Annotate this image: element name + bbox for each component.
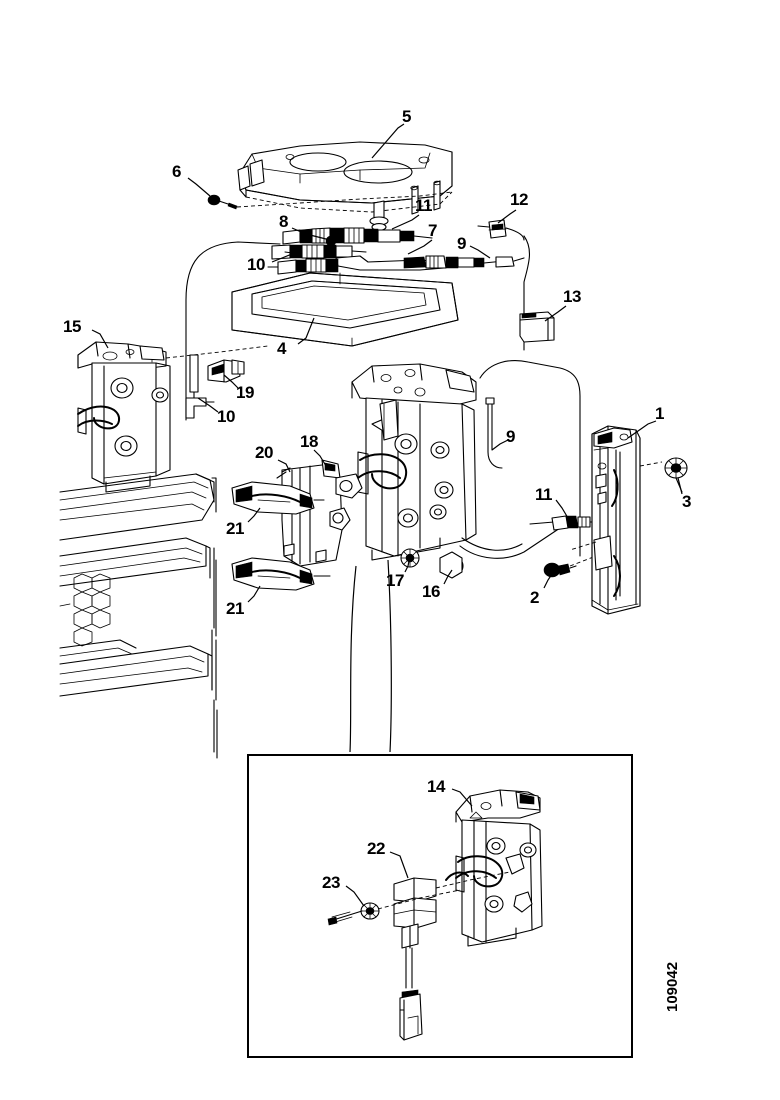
leader-17	[404, 560, 410, 573]
leader-19	[223, 374, 239, 389]
callout-23: 23	[322, 873, 340, 892]
callout-11a: 11	[415, 196, 432, 215]
callout-22: 22	[367, 839, 385, 858]
inset-part-screw-23	[327, 902, 380, 926]
callout-5: 5	[402, 107, 411, 126]
part-rod-9-right	[485, 397, 503, 469]
leader-22	[389, 851, 409, 879]
leader-9b	[491, 439, 509, 451]
leader-21b	[247, 585, 261, 603]
callout-8: 8	[279, 212, 288, 231]
leader-16	[443, 569, 453, 585]
callout-3: 3	[682, 492, 691, 511]
part-right-striker-plate-1	[569, 425, 663, 615]
callout-20: 20	[255, 443, 273, 462]
callout-21a: 21	[226, 519, 244, 538]
callout-7: 7	[428, 221, 437, 240]
leader-13	[544, 305, 567, 322]
callout-19: 19	[236, 383, 254, 402]
leader-21a	[247, 507, 261, 523]
leader-11a	[391, 214, 420, 230]
callout-13: 13	[563, 287, 581, 306]
inset-part-actuator-22	[393, 877, 437, 1041]
part-nut-3	[664, 457, 688, 493]
part-vehicle-body-panel	[59, 473, 218, 759]
leader-3	[677, 477, 683, 495]
leader-6	[187, 177, 211, 197]
callout-6: 6	[172, 162, 181, 181]
callout-10a: 10	[247, 255, 265, 274]
harness-middle-row	[271, 244, 367, 260]
callout-4: 4	[277, 339, 286, 358]
part-small-bolt-6	[207, 191, 453, 210]
callout-21b: 21	[226, 599, 244, 618]
leader-11b	[555, 499, 569, 519]
leader-4	[297, 317, 315, 345]
part-nut-16	[439, 551, 464, 579]
part-rod-guide-10	[185, 354, 215, 419]
detail-inset-panel	[247, 754, 633, 1058]
callout-1: 1	[655, 404, 664, 423]
leader-14	[451, 788, 473, 807]
part-wiring-harness	[185, 219, 555, 421]
callout-11b: 11	[535, 485, 552, 504]
leader-9a	[469, 245, 491, 259]
callout-15: 15	[63, 317, 81, 336]
callout-2: 2	[530, 588, 539, 607]
leader-2	[543, 573, 553, 589]
part-clip-12	[477, 219, 525, 241]
leader-7	[407, 239, 433, 255]
leader-15	[91, 329, 109, 349]
part-bracket-clip-19	[207, 359, 245, 383]
leader-10a	[271, 253, 293, 263]
inset-contents	[327, 789, 543, 1041]
leader-8	[291, 227, 331, 241]
leader-18	[313, 449, 327, 467]
callout-9a: 9	[457, 234, 466, 253]
part-center-latch-assembly	[335, 363, 561, 561]
part-upper-mounting-plate	[237, 141, 453, 241]
callout-18: 18	[300, 432, 318, 451]
part-washer-17	[400, 548, 420, 568]
callout-17: 17	[386, 571, 404, 590]
part-handle-upper-21	[231, 481, 325, 515]
cable-right-long	[479, 360, 581, 557]
callout-12: 12	[510, 190, 528, 209]
drawing-id-label: 109042	[664, 961, 681, 1012]
callout-14: 14	[427, 777, 445, 796]
part-left-lock-housing-15	[77, 341, 269, 493]
harness-lower-row	[284, 251, 525, 271]
leader-5	[371, 123, 405, 159]
leader-10b	[197, 397, 219, 413]
callout-10b: 10	[217, 407, 235, 426]
leader-20	[277, 459, 291, 473]
harness-left-end	[267, 258, 339, 275]
part-control-unit-tray-4	[231, 272, 459, 347]
part-latch-bracket-20	[276, 471, 287, 479]
part-relay-block-13	[519, 311, 555, 351]
inset-part-lock-housing-14	[455, 789, 543, 947]
callout-9b: 9	[506, 427, 515, 446]
leader-23	[345, 885, 365, 907]
leader-1	[627, 420, 657, 439]
inset-leader-right	[387, 559, 392, 753]
inset-leader-left	[349, 565, 357, 753]
callout-16: 16	[422, 582, 440, 601]
leader-12	[497, 209, 517, 224]
part-connector-11-right	[529, 515, 599, 531]
part-handle-lower-21	[231, 557, 331, 591]
